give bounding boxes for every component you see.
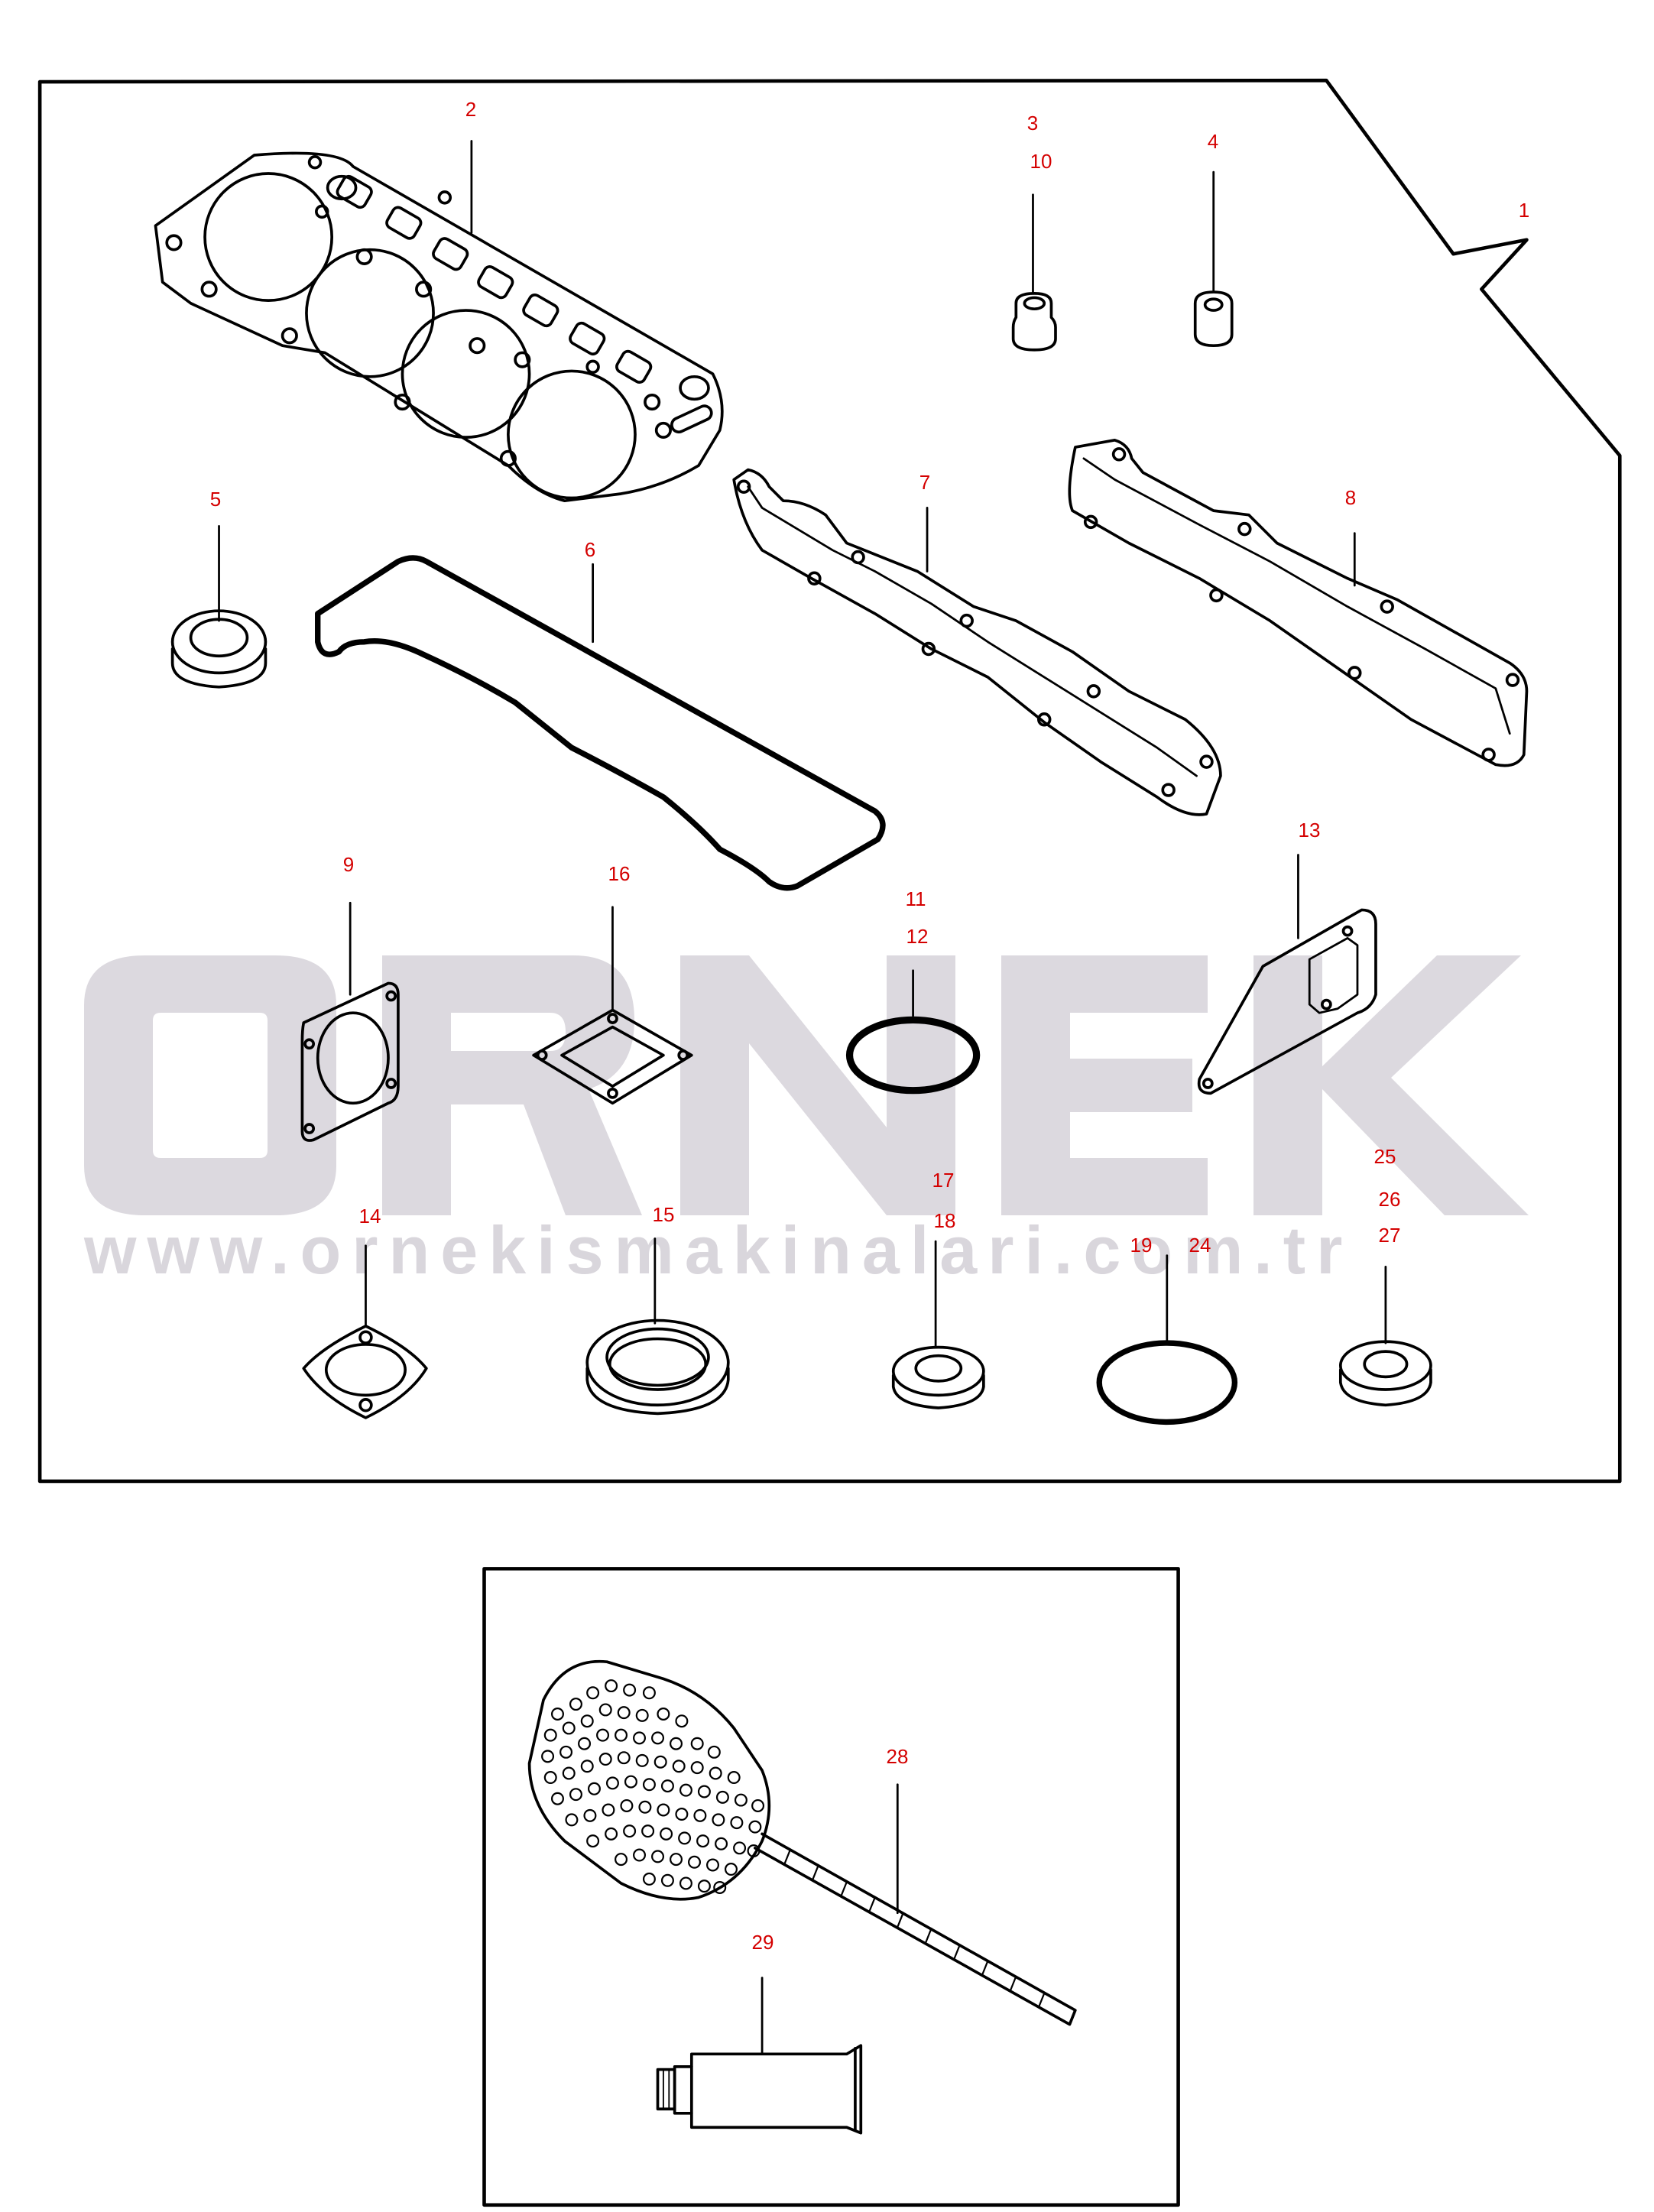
exhaust-manifold-gasket-drawing	[1068, 439, 1529, 767]
diamond-flange-gasket-drawing	[532, 906, 693, 1105]
watermark-url: www.ornekismakinalari.com.tr	[84, 1212, 1354, 1288]
valve-stem-seal-drawing	[1011, 193, 1057, 352]
callout-9: 9	[342, 853, 355, 876]
callout-26: 26	[1378, 1188, 1401, 1211]
callout-19: 19	[1130, 1234, 1153, 1257]
o-ring-large-drawing	[1096, 1254, 1238, 1425]
watermark-logo	[84, 955, 1529, 1215]
cylinder-hone-brush-drawing	[527, 1659, 1077, 2026]
cylinder-head-gasket-drawing	[154, 151, 724, 503]
callout-6: 6	[584, 538, 596, 561]
large-seal-washer-drawing	[585, 1237, 730, 1416]
callout-13: 13	[1298, 819, 1321, 842]
square-flange-gasket-drawing	[300, 901, 400, 1142]
callout-7: 7	[919, 471, 931, 494]
callout-4: 4	[1207, 130, 1219, 153]
o-ring-drawing	[845, 969, 981, 1095]
kit-frame	[37, 78, 1622, 1484]
callout-18: 18	[933, 1209, 956, 1232]
callout-17: 17	[932, 1169, 955, 1192]
callout-8: 8	[1344, 486, 1357, 509]
seal-ring-drawing	[170, 525, 268, 689]
callout-15: 15	[652, 1203, 675, 1226]
callout-29: 29	[751, 1931, 774, 1954]
callout-5: 5	[209, 488, 222, 511]
callout-12: 12	[906, 925, 929, 948]
accessories-frame	[482, 1567, 1180, 2207]
callout-16: 16	[608, 862, 631, 885]
callout-24: 24	[1189, 1234, 1211, 1257]
callout-28: 28	[886, 1745, 909, 1768]
callout-27: 27	[1378, 1224, 1401, 1247]
sealant-tube-drawing	[656, 1977, 863, 2135]
cover-gasket-drawing	[1197, 854, 1377, 1095]
callout-2: 2	[465, 98, 477, 121]
intake-manifold-gasket-drawing	[732, 468, 1222, 816]
callout-10: 10	[1030, 150, 1052, 173]
oval-flange-gasket-drawing	[302, 1244, 428, 1419]
callout-14: 14	[358, 1205, 381, 1228]
seal-washer-drawing	[891, 1240, 985, 1409]
seal-washer-small-drawing	[1338, 1266, 1432, 1407]
callout-25: 25	[1373, 1145, 1396, 1168]
seal-bushing-drawing	[1193, 170, 1234, 348]
callout-3: 3	[1026, 112, 1039, 135]
callout-1: 1	[1518, 199, 1530, 222]
rocker-cover-gasket-drawing	[315, 555, 886, 891]
callout-11: 11	[905, 887, 926, 910]
